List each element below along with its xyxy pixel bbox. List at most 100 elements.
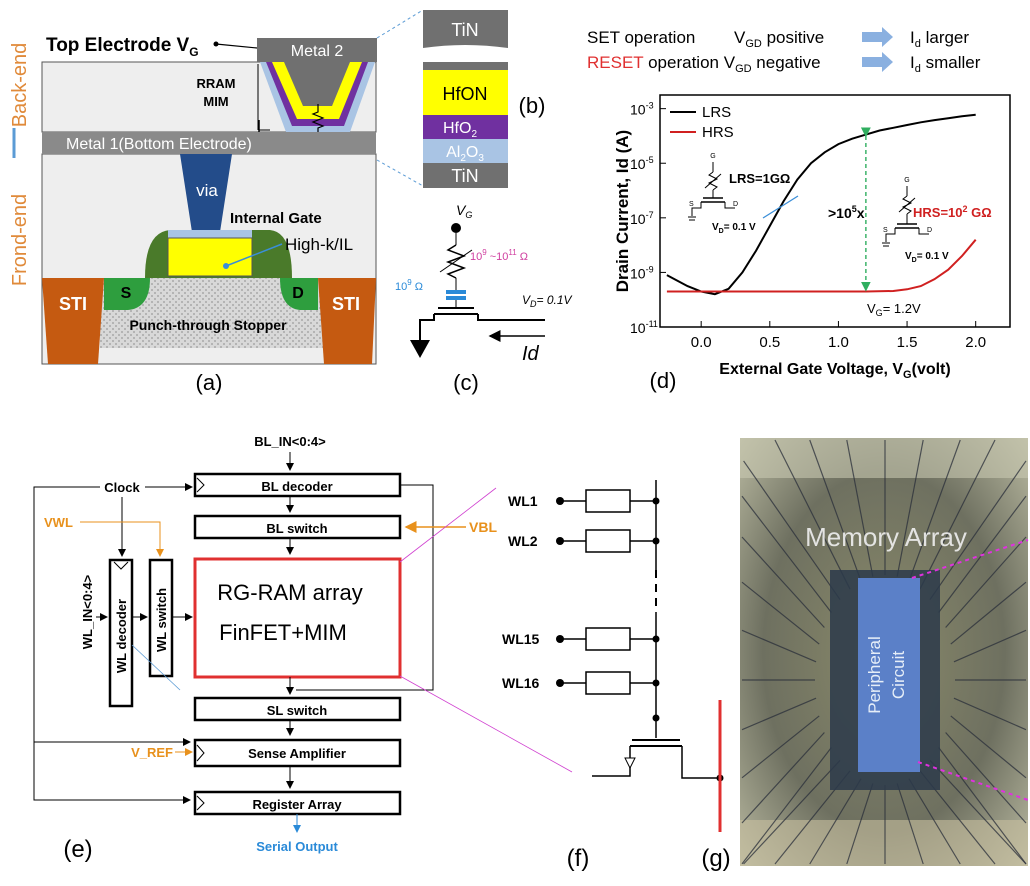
vg-label: VG	[456, 202, 472, 220]
plot-frame	[659, 94, 1011, 328]
capacitor-top	[446, 290, 466, 294]
inset-d-label: D	[733, 201, 738, 208]
panel-e-architecture: BL_IN<0:4> BL decoder BL switch RG-RAM a…	[33, 434, 497, 863]
bond-wire	[774, 439, 851, 590]
bl-decoder-label: BL decoder	[261, 479, 332, 494]
panel-g-photo: Peripheral Circuit Memory Array (g)	[701, 438, 1029, 872]
stack-hfo2	[423, 115, 508, 139]
bond-wire	[950, 581, 1027, 645]
panel-a-device: Back-end Frond-end Metal 2 Top Electrode…	[9, 35, 377, 395]
bond-wire	[741, 536, 825, 628]
peripheral-line2: Circuit	[889, 651, 908, 699]
x-axis-label: External Gate Voltage, VG(volt)	[719, 361, 950, 381]
sti-right	[318, 278, 376, 364]
wl-switch-label: WL switch	[154, 588, 169, 652]
pointer-dot	[213, 41, 219, 47]
source-region	[104, 278, 150, 310]
array-line1: RG-RAM array	[217, 580, 362, 605]
front-end-label: Frond-end	[9, 194, 31, 286]
internal-gate-label: Internal Gate	[230, 210, 322, 227]
vg-node	[451, 223, 461, 233]
ground-arrow	[410, 340, 430, 358]
y-tick-label: 10-11	[630, 319, 658, 336]
source-arrow-icon	[624, 757, 636, 770]
stack-al2o3-label: Al2O3	[446, 144, 484, 164]
panel-c-label: (c)	[453, 370, 479, 395]
y-tick-label: 10-9	[630, 264, 654, 281]
bond-wire	[950, 715, 1027, 779]
clock-bus	[33, 486, 191, 804]
sl-switch-label: SL switch	[267, 703, 328, 718]
sti-left	[42, 278, 104, 364]
wl1-resistor	[585, 489, 631, 513]
inset2-d-label: D	[927, 227, 932, 234]
panel-f-wordlines: WL1 WL2 WL15 WL16 (f)	[399, 480, 724, 872]
bond-wire	[929, 760, 1027, 865]
wl16-resistor	[585, 671, 631, 695]
y-axis-label: Drain Current, Id (A)	[613, 130, 632, 292]
mim-label: MIM	[203, 94, 228, 109]
inset2-s-label: S	[883, 227, 888, 234]
wl1-label: WL1	[508, 493, 538, 509]
bond-wire	[809, 439, 862, 582]
mim-core	[284, 62, 350, 106]
stack-tin-bottom-label: TiN	[451, 166, 478, 186]
wl-switch-block	[148, 558, 174, 678]
bond-wires	[741, 439, 1027, 865]
x-tick-label: 0.0	[691, 334, 712, 351]
metal1-block	[42, 132, 376, 154]
resistance-range-label: 109 ~1011 Ω	[470, 248, 528, 263]
id-label: Id	[522, 343, 540, 365]
bond-wire	[743, 460, 841, 600]
via-label: via	[196, 181, 218, 200]
vwl-label: VWL	[44, 515, 73, 530]
bond-wire	[908, 778, 961, 865]
bond-wire	[741, 581, 820, 645]
metal1-label: Metal 1(Bottom Electrode)	[66, 136, 252, 153]
gate-block	[167, 237, 253, 277]
vbl-label: VBL	[469, 519, 497, 535]
lrs-pointer	[762, 195, 799, 219]
lrs-value-label: LRS=1GΩ	[729, 171, 790, 186]
series-lines	[666, 113, 977, 296]
bond-wire	[896, 783, 924, 865]
panel-a-label: (a)	[196, 370, 223, 395]
highk-label: High-k/IL	[285, 235, 353, 254]
ratio-label: >105x	[828, 204, 865, 221]
reset-arrow-icon	[862, 52, 893, 72]
stack-al2o3	[423, 139, 508, 163]
wl15-resistor	[585, 627, 631, 651]
drain-region	[280, 278, 318, 310]
bl-in-label: BL_IN<0:4>	[254, 434, 326, 449]
reset-result: Id smaller	[910, 53, 981, 75]
sense-amp-block	[193, 738, 402, 768]
bond-wire	[919, 439, 996, 590]
sti-right-label: STI	[332, 294, 360, 314]
bond-wire	[953, 629, 1027, 663]
wl2-resistor	[585, 529, 631, 553]
bond-wire	[953, 697, 1027, 731]
vg-mark-label: VG= 1.2V	[867, 301, 921, 318]
rg-ram-array-block	[193, 557, 402, 679]
hrs-vd-label: VD= 0.1 V	[905, 251, 949, 264]
drain-label: D	[292, 285, 304, 302]
wl2-label: WL2	[508, 533, 538, 549]
serial-output-label: Serial Output	[256, 839, 338, 854]
register-label: Register Array	[252, 797, 342, 812]
panel-f-label: (f)	[567, 845, 590, 872]
bond-wire	[938, 747, 1027, 865]
panel-d-label: (d)	[650, 368, 677, 393]
y-tick-label: 10-5	[630, 155, 654, 172]
x-tick-label: 2.0	[965, 334, 986, 351]
set-arrow-icon	[862, 27, 893, 47]
via-block	[180, 154, 232, 232]
panel-b-stack: TiN HfON HfO2 Al2O3 TiN (b)	[376, 9, 545, 188]
sti-left-label: STI	[59, 294, 87, 314]
metal2-label: Metal 2	[291, 43, 344, 60]
wl-in-label: WL_IN<0:4>	[80, 574, 95, 649]
rram-label: RRAM	[197, 76, 236, 91]
